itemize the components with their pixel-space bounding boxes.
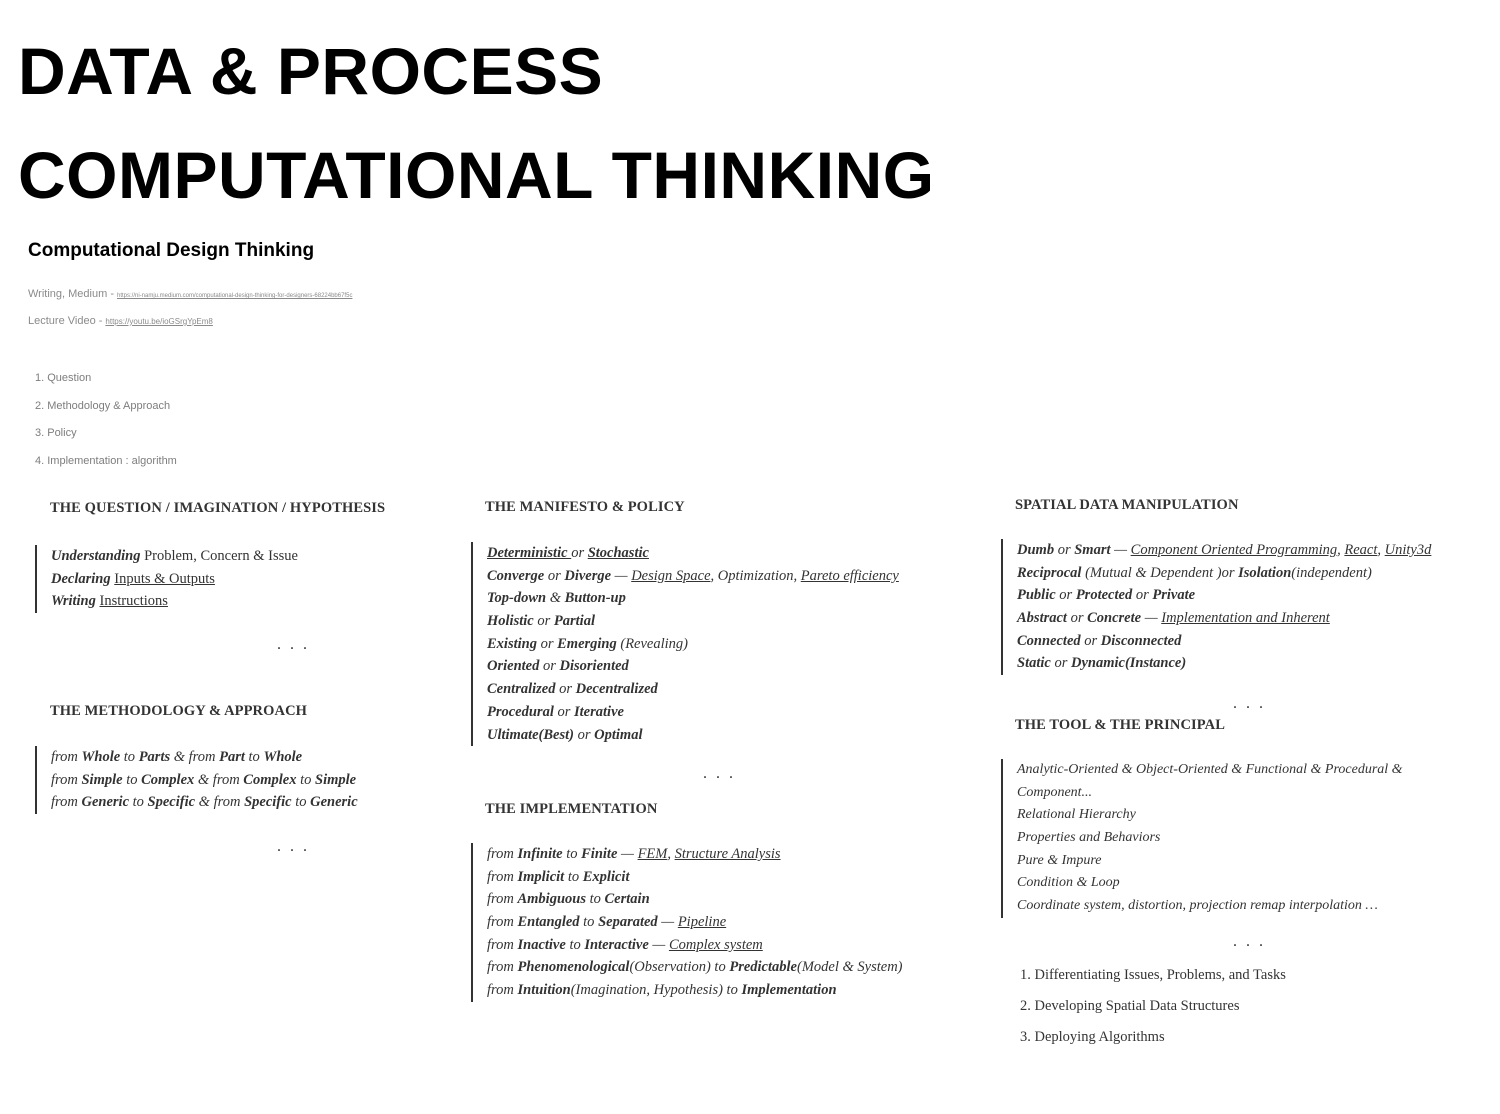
tool-block: Analytic-Oriented & Object-Oriented & Fu… (1001, 759, 1403, 918)
tool-line: Condition & Loop (1017, 875, 1120, 891)
implementation-line: from Phenomenological(Observation) to Pr… (487, 959, 903, 976)
outline-item: 4. Implementation : algorithm (35, 455, 177, 468)
implementation-line: from Intuition(Imagination, Hypothesis) … (487, 982, 837, 999)
manifesto-line: Holistic or Partial (487, 613, 595, 630)
writing-row: Writing, Medium -https://ni-namju.medium… (28, 288, 352, 300)
implementation-line: from Ambiguous to Certain (487, 891, 650, 908)
steps-list: 1. Differentiating Issues, Problems, and… (1020, 965, 1286, 1058)
implementation-line: from Infinite to Finite — FEM, Structure… (487, 846, 781, 862)
spatial-line: Public or Protected or Private (1017, 587, 1196, 604)
spatial-line: Abstract or Concrete — Implementation an… (1017, 610, 1330, 627)
implementation-line: from Entangled to Separated — Pipeline (487, 914, 727, 931)
question-heading: THE QUESTION / IMAGINATION / HYPOTHESIS (50, 500, 386, 516)
manifesto-line: Deterministic or Stochastic (487, 545, 649, 561)
spatial-line: Reciprocal (Mutual & Dependent )or Isola… (1017, 564, 1372, 581)
section-subtitle: Computational Design Thinking (28, 240, 315, 261)
spatial-line: Static or Dynamic(Instance) (1017, 655, 1187, 672)
tool-line: Relational Hierarchy (1017, 807, 1136, 823)
methodology-block: from Whole to Parts & from Part to Whole… (35, 746, 358, 815)
question-line: Writing Instructions (51, 593, 168, 610)
question-line: Understanding Problem, Concern & Issue (51, 548, 298, 564)
spatial-line: Dumb or Smart — Component Oriented Progr… (1017, 542, 1432, 558)
ellipsis-divider: ... (1233, 933, 1272, 950)
question-block: Understanding Problem, Concern & Issue D… (35, 545, 298, 614)
writing-label: Writing, Medium - (28, 288, 114, 300)
ellipsis-divider: ... (277, 636, 316, 653)
manifesto-line: Ultimate(Best) or Optimal (487, 726, 643, 743)
ellipsis-divider: ... (1233, 695, 1272, 712)
page-title-line-2: COMPUTATIONAL THINKING (18, 138, 935, 212)
spatial-line: Connected or Disconnected (1017, 632, 1182, 649)
steps-item: 1. Differentiating Issues, Problems, and… (1020, 967, 1286, 983)
outline-item: 1. Question (35, 372, 92, 384)
methodology-line: from Whole to Parts & from Part to Whole (51, 749, 303, 765)
manifesto-line: Oriented or Disoriented (487, 658, 629, 675)
manifesto-line: Existing or Emerging (Revealing) (487, 635, 689, 652)
implementation-heading: THE IMPLEMENTATION (485, 801, 658, 817)
outline-item: 2. Methodology & Approach (35, 399, 171, 412)
manifesto-line: Top-down & Button-up (487, 590, 626, 607)
manifesto-heading: THE MANIFESTO & POLICY (485, 499, 685, 515)
ellipsis-divider: ... (277, 838, 316, 855)
outline-item: 3. Policy (35, 427, 77, 440)
implementation-line: from Inactive to Interactive — Complex s… (487, 936, 763, 953)
methodology-heading: THE METHODOLOGY & APPROACH (50, 703, 308, 719)
tool-line: Coordinate system, distortion, projectio… (1017, 898, 1378, 914)
spatial-heading: SPATIAL DATA MANIPULATION (1015, 497, 1239, 513)
methodology-line: from Generic to Specific & from Specific… (51, 794, 358, 811)
steps-item: 2. Developing Spatial Data Structures (1020, 998, 1240, 1014)
manifesto-line: Procedural or Iterative (487, 703, 624, 720)
lecture-row: Lecture Video -https://youtu.be/ioGSrgYp… (28, 315, 213, 327)
steps-item: 3. Deploying Algorithms (1020, 1029, 1165, 1045)
manifesto-line: Converge or Diverge — Design Space, Opti… (487, 567, 899, 584)
tool-heading: THE TOOL & THE PRINCIPAL (1015, 717, 1226, 733)
methodology-line: from Simple to Complex & from Complex to… (51, 771, 357, 788)
implementation-block: from Infinite to Finite — FEM, Structure… (471, 843, 903, 1002)
implementation-line: from Implicit to Explicit (487, 868, 630, 885)
lecture-label: Lecture Video - (28, 315, 103, 327)
writing-link[interactable]: https://ni-namju.medium.com/computationa… (116, 293, 353, 299)
manifesto-line: Centralized or Decentralized (487, 681, 658, 698)
ellipsis-divider: ... (703, 765, 742, 782)
tool-line: Properties and Behaviors (1017, 830, 1161, 846)
lecture-link[interactable]: https://youtu.be/ioGSrgYpEm8 (105, 317, 213, 326)
question-line: Declaring Inputs & Outputs (51, 570, 215, 587)
outline-list: 1. Question 2. Methodology & Approach 3.… (35, 371, 177, 482)
spatial-block: Dumb or Smart — Component Oriented Progr… (1001, 539, 1432, 676)
tool-line: Pure & Impure (1017, 852, 1102, 868)
page-title-line-1: DATA & PROCESS (18, 34, 604, 108)
manifesto-block: Deterministic or Stochastic Converge or … (471, 542, 899, 747)
tool-line: Analytic-Oriented & Object-Oriented & Fu… (1017, 762, 1403, 777)
tool-line: Component... (1017, 784, 1093, 800)
